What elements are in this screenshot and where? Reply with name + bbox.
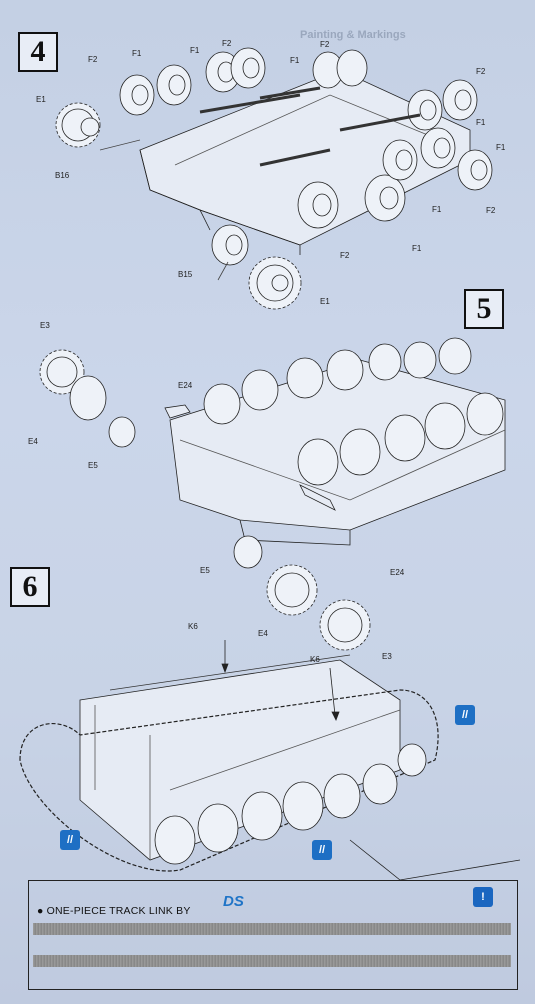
label-e1: E1 [36,95,46,104]
label-f2: F2 [222,39,232,48]
label-k6: K6 [188,622,198,631]
label-e24: E24 [178,381,193,390]
step4-drawing [55,47,493,310]
label-f1: F1 [476,118,486,127]
label-f2: F2 [476,67,486,76]
label-e3: E3 [382,652,392,661]
step-number: 4 [18,32,58,72]
label-e24: E24 [390,568,405,577]
label-f2: F2 [320,40,330,49]
label-e5: E5 [88,461,98,470]
label-b15: B15 [178,270,193,279]
label-b16: B16 [55,171,70,180]
label-f1: F1 [132,49,142,58]
paint-icon: // [312,840,332,860]
step6-drawing [19,640,521,881]
track-link-panel: ● ONE-PIECE TRACK LINK BY DS ! [28,880,518,990]
label-f1: F1 [290,56,300,65]
step-number: 6 [10,567,50,607]
label-f2: F2 [340,251,350,260]
faded-header: Painting & Markings [300,29,406,41]
track-link-strip [33,923,511,935]
label-f1: F1 [432,205,442,214]
step5-drawing [39,337,506,651]
label-e1: E1 [320,297,330,306]
label-f1: F1 [496,143,506,152]
paint-icon: // [60,830,80,850]
track-link-strip [33,955,511,967]
label-e3: E3 [40,321,50,330]
label-f2: F2 [88,55,98,64]
label-f1: F1 [412,244,422,253]
label-e4: E4 [28,437,38,446]
label-k6: K6 [310,655,320,664]
track-link-note: ● ONE-PIECE TRACK LINK BY [37,905,191,917]
step-number: 5 [464,289,504,329]
label-e4: E4 [258,629,268,638]
caution-icon: ! [473,887,493,907]
ds-logo: DS [223,893,244,910]
label-f1: F1 [190,46,200,55]
label-e5: E5 [200,566,210,575]
label-f2: F2 [486,206,496,215]
paint-icon: // [455,705,475,725]
